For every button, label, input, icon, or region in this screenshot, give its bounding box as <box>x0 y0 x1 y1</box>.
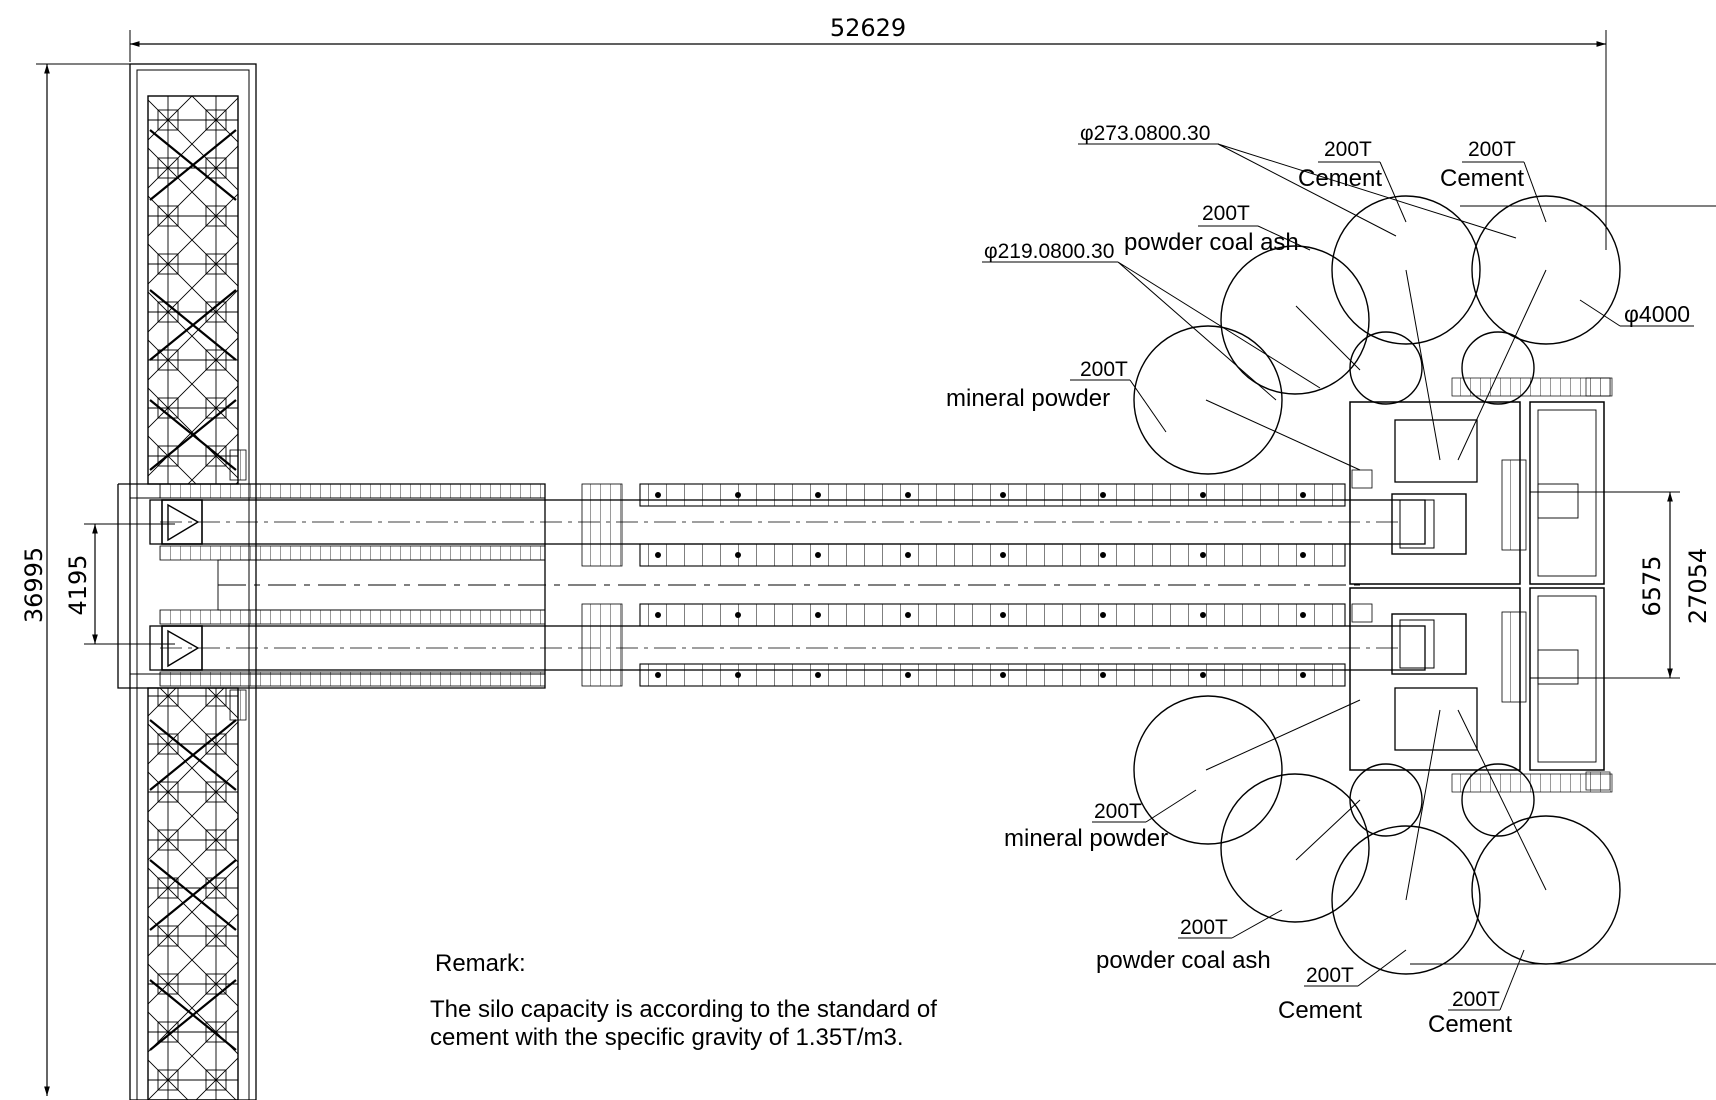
svg-text:Cement: Cement <box>1278 997 1362 1024</box>
svg-text:200T: 200T <box>1080 358 1128 381</box>
svg-text:6575: 6575 <box>1638 555 1666 616</box>
silo-label-mineral-powder-upper: 200T mineral powder <box>946 358 1167 433</box>
remark-line-2: cement with the specific gravity of 1.35… <box>430 1024 904 1051</box>
callout-pipe-large: φ273.0800.30 <box>1078 122 1517 239</box>
silo-cement-3 <box>1331 825 1481 975</box>
belt-conveyor-lower <box>149 603 1467 687</box>
silo-label-cement-upper-1: 200T Cement <box>1298 138 1407 223</box>
callout-pipe-small: φ219.0800.30 <box>982 240 1321 401</box>
svg-text:mineral powder: mineral powder <box>1004 825 1168 852</box>
silo-powder-coal-ash-2 <box>1220 773 1370 923</box>
silo-mineral-powder-1 <box>1133 325 1283 475</box>
svg-text:φ4000: φ4000 <box>1624 301 1690 327</box>
svg-text:200T: 200T <box>1452 988 1500 1011</box>
dimension-center-span: 6575 27054 <box>1410 205 1716 965</box>
svg-text:200T: 200T <box>1306 964 1354 987</box>
silo-powder-coal-ash-1 <box>1220 245 1370 395</box>
dimension-lane-gap: 4195 <box>64 523 175 645</box>
silos-lower <box>1133 695 1621 975</box>
height-label: 36995 <box>20 547 48 623</box>
aggregate-bins <box>129 63 257 1100</box>
silo-label-mineral-powder-lower: 200T mineral powder <box>1004 789 1197 852</box>
svg-text:52629: 52629 <box>830 14 906 42</box>
conveyor-posts <box>655 492 1306 678</box>
conveyor-platform <box>117 483 1360 689</box>
silo-label-powder-coal-ash-upper: 200T powder coal ash <box>1124 202 1311 256</box>
svg-text:Cement: Cement <box>1298 165 1382 192</box>
svg-text:powder coal ash: powder coal ash <box>1096 947 1271 974</box>
svg-text:Cement: Cement <box>1428 1011 1512 1038</box>
silo-label-cement-lower-2: 200T Cement <box>1428 949 1525 1038</box>
remark-line-1: The silo capacity is according to the st… <box>430 996 937 1023</box>
svg-text:mineral powder: mineral powder <box>946 385 1110 412</box>
dimension-overall-height: 36995 <box>20 63 145 1096</box>
silo-label-powder-coal-ash-lower: 200T powder coal ash <box>1096 909 1283 974</box>
svg-text:200T: 200T <box>1094 800 1142 823</box>
silo-cement-1 <box>1331 195 1481 345</box>
belt-conveyor-upper <box>149 483 1467 567</box>
svg-text:200T: 200T <box>1468 138 1516 161</box>
svg-text:27054: 27054 <box>1684 548 1712 624</box>
mixing-station <box>1349 377 1613 793</box>
silo-cement-4 <box>1471 815 1621 965</box>
remark-title: Remark: <box>435 950 526 977</box>
svg-text:Cement: Cement <box>1440 165 1524 192</box>
svg-text:φ219.0800.30: φ219.0800.30 <box>984 240 1114 263</box>
silo-mineral-powder-2 <box>1133 695 1283 845</box>
svg-text:200T: 200T <box>1202 202 1250 225</box>
silo-label-cement-upper-2: 200T Cement <box>1440 138 1547 223</box>
silo-cement-2 <box>1471 195 1621 345</box>
silos-upper <box>1133 195 1621 475</box>
dimension-overall-width: 52629 <box>129 14 1607 250</box>
svg-text:4195: 4195 <box>64 554 92 615</box>
svg-text:powder coal ash: powder coal ash <box>1124 229 1299 256</box>
svg-text:φ273.0800.30: φ273.0800.30 <box>1080 122 1210 145</box>
svg-text:200T: 200T <box>1180 916 1228 939</box>
callout-silo-diameter: φ4000 <box>1579 299 1694 327</box>
svg-text:200T: 200T <box>1324 138 1372 161</box>
silo-label-cement-lower-1: 200T Cement <box>1278 949 1407 1024</box>
